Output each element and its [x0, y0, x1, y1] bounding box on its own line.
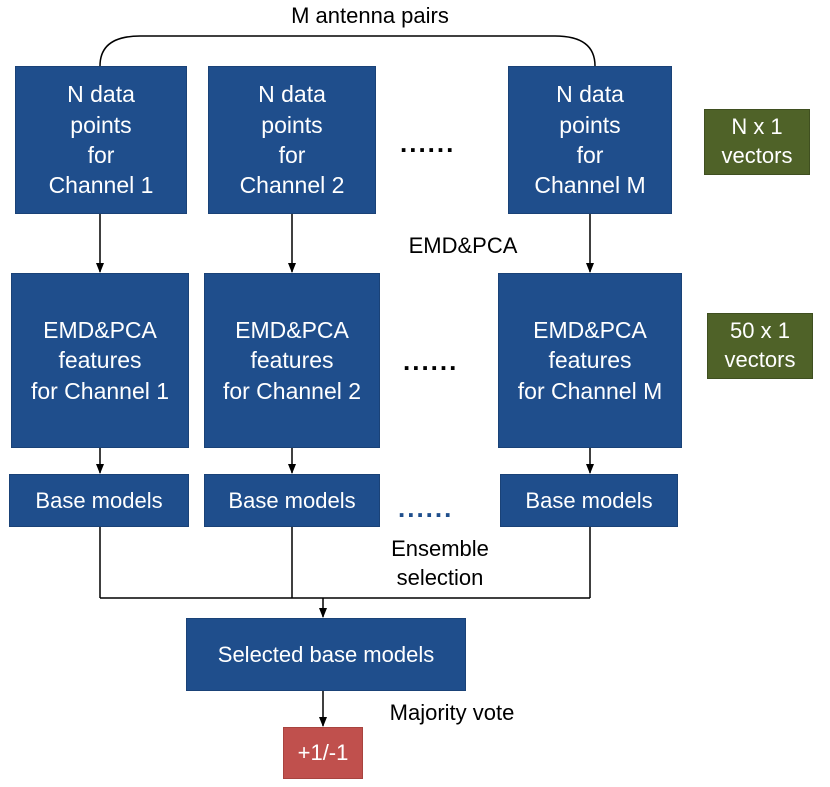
antenna-pairs-label: M antenna pairs — [250, 2, 490, 31]
data-box-channel-m: N data points for Channel M — [508, 66, 672, 214]
majority-vote-label: Majority vote — [389, 700, 515, 725]
feature-box-channel-2: EMD&PCA features for Channel 2 — [204, 273, 380, 448]
base-models-channel-m: Base models — [500, 474, 678, 527]
feature-box-channel-1: EMD&PCA features for Channel 1 — [11, 273, 189, 448]
ensemble-selection-label: Ensemble selection — [391, 536, 489, 590]
feature-row-ellipsis: ...... — [403, 346, 459, 376]
data-row-ellipsis: ...... — [400, 128, 456, 158]
emd-pca-step-label: EMD&PCA — [408, 233, 518, 258]
data-box-channel-2: N data points for Channel 2 — [208, 66, 376, 214]
n-vectors-badge: N x 1 vectors — [704, 109, 810, 175]
data-box-channel-1: N data points for Channel 1 — [15, 66, 187, 214]
base-row-ellipsis: ...... — [398, 493, 454, 523]
base-models-channel-1: Base models — [9, 474, 189, 527]
base-models-channel-2: Base models — [204, 474, 380, 527]
selected-base-models-box: Selected base models — [186, 618, 466, 691]
feature-box-channel-m: EMD&PCA features for Channel M — [498, 273, 682, 448]
antenna-pairs-brace — [99, 35, 596, 67]
output-box: +1/-1 — [283, 727, 363, 779]
fifty-vectors-badge: 50 x 1 vectors — [707, 313, 813, 379]
